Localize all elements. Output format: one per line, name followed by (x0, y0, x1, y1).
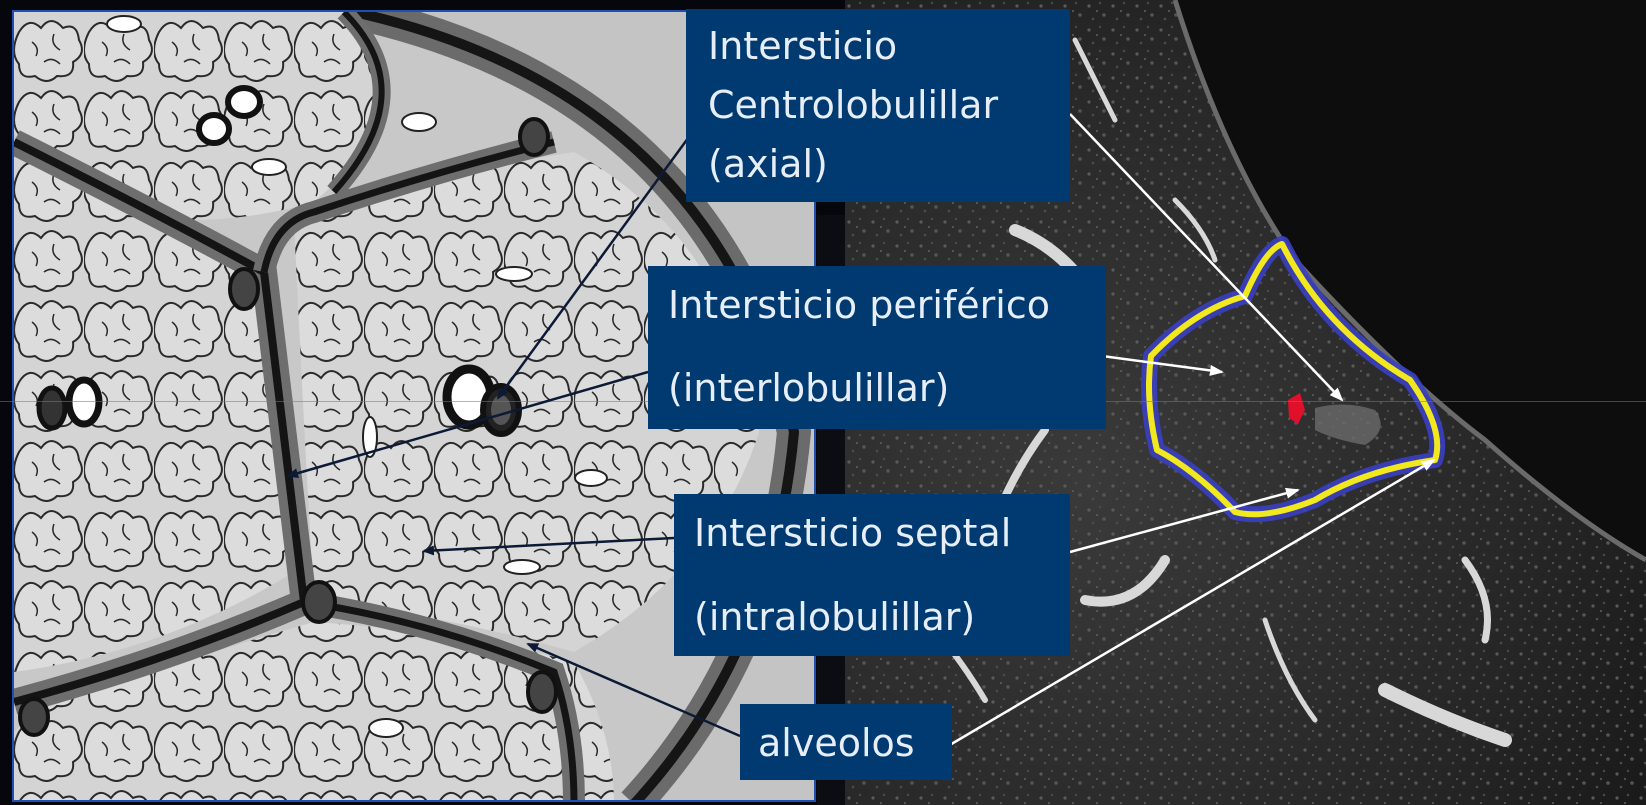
label-periferico-line2: (interlobulillar) (668, 366, 950, 410)
label-intersticio-periferico: Intersticio periférico (interlobulillar) (648, 266, 1106, 429)
label-centrolobulillar-line2: Centrolobulillar (708, 83, 999, 127)
label-alveolos-line1: alveolos (758, 721, 915, 765)
label-centrolobulillar-line1: Intersticio (708, 24, 898, 68)
label-intersticio-centrolobulillar: Intersticio Centrolobulillar (axial) (686, 9, 1070, 202)
label-periferico-line1: Intersticio periférico (668, 283, 1050, 327)
label-septal-line1: Intersticio septal (694, 511, 1012, 555)
label-centrolobulillar-line3: (axial) (708, 142, 828, 186)
label-septal-line2: (intralobulillar) (694, 595, 976, 639)
label-alveolos: alveolos (740, 704, 952, 780)
label-intersticio-septal: Intersticio septal (intralobulillar) (674, 494, 1070, 656)
